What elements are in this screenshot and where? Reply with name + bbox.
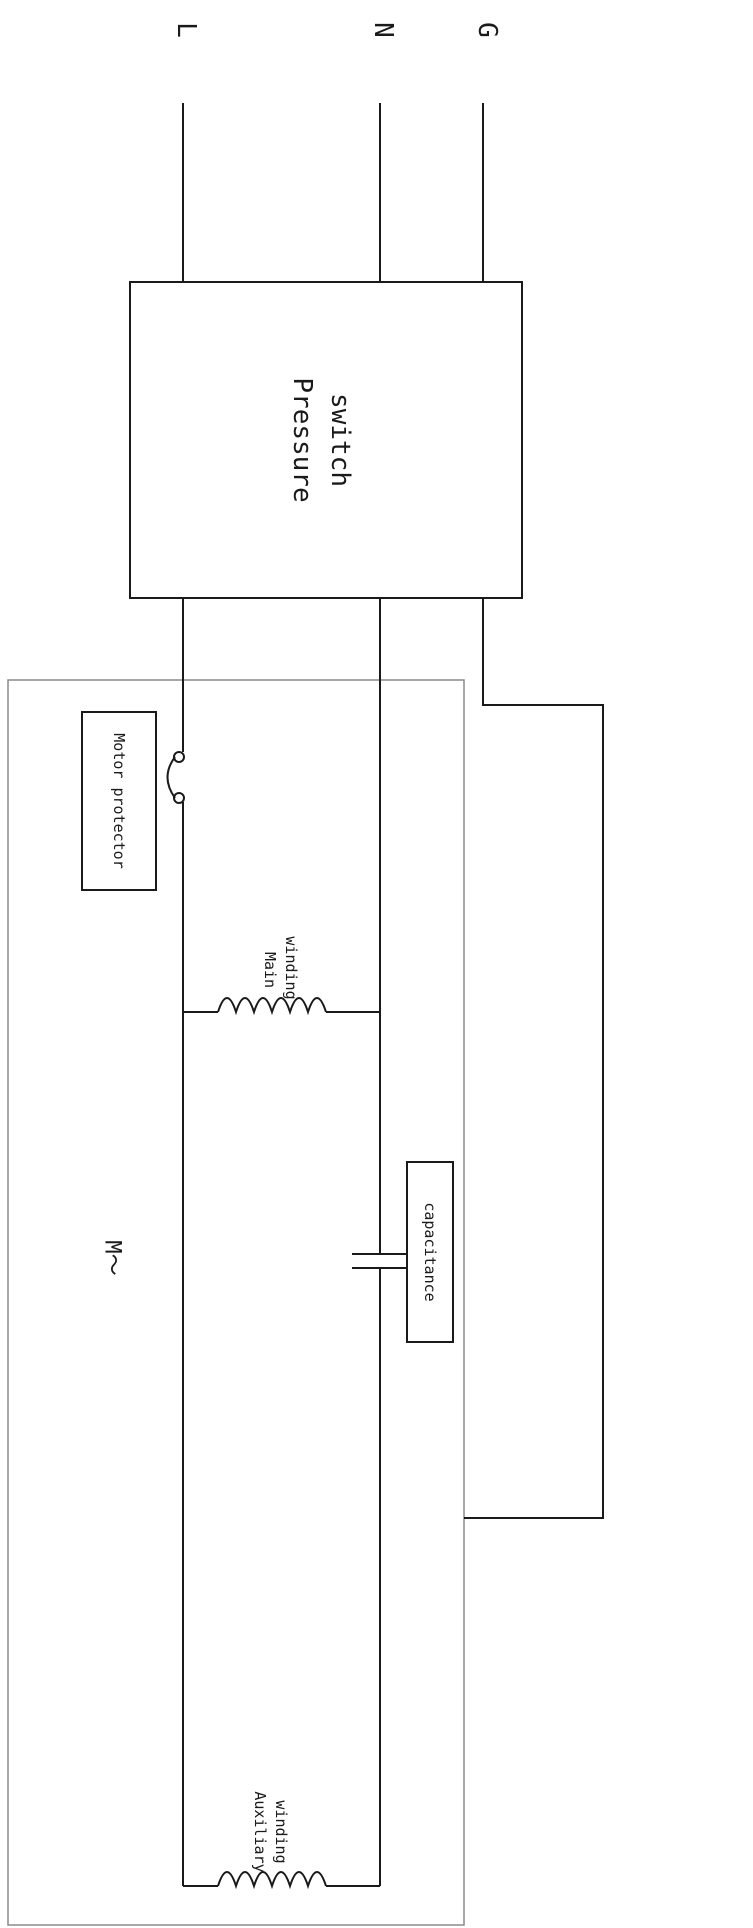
capacitance-label: capacitance <box>421 1202 439 1301</box>
auxiliary-winding: Auxiliary winding <box>183 1791 380 1890</box>
pressure-switch-label-line1: Pressure <box>287 377 317 502</box>
motor-protector-label: Motor protector <box>110 733 128 868</box>
aux-winding-label-line1: Auxiliary <box>251 1791 269 1872</box>
terminal-n-label: N <box>368 22 398 38</box>
capacitor-symbol <box>352 1253 406 1269</box>
auxiliary-winding-coil-icon <box>217 1871 327 1890</box>
ground-conductor <box>464 598 604 1519</box>
pressure-switch-box <box>129 281 523 599</box>
terminal-g-label: G <box>472 22 502 38</box>
capacitance-box <box>406 1161 454 1343</box>
protector-contact-bottom <box>173 792 185 804</box>
motor-symbol-label: M～ <box>100 1240 125 1275</box>
supply-lines <box>182 103 484 282</box>
terminal-labels: L N G <box>171 22 502 38</box>
terminal-l-label: L <box>171 22 201 38</box>
motor-protector-symbol <box>166 751 185 804</box>
motor-protector-box <box>81 711 157 891</box>
aux-winding-label-line2: winding <box>272 1800 290 1863</box>
main-winding: Main winding <box>183 936 380 1016</box>
main-winding-label-line1: Main <box>261 952 279 988</box>
protector-contact-top <box>173 751 185 763</box>
main-winding-label-line2: winding <box>282 936 300 999</box>
pressure-switch: Pressure switch <box>129 281 523 599</box>
motor-protector-label-box: Motor protector <box>81 711 157 891</box>
main-winding-coil-icon <box>217 997 327 1016</box>
motor-enclosure <box>7 679 465 1926</box>
pressure-switch-label-line2: switch <box>325 393 355 487</box>
capacitance-label-box: capacitance <box>406 1161 454 1343</box>
protector-arc <box>166 756 176 799</box>
capacitor-gap <box>370 1254 390 1268</box>
